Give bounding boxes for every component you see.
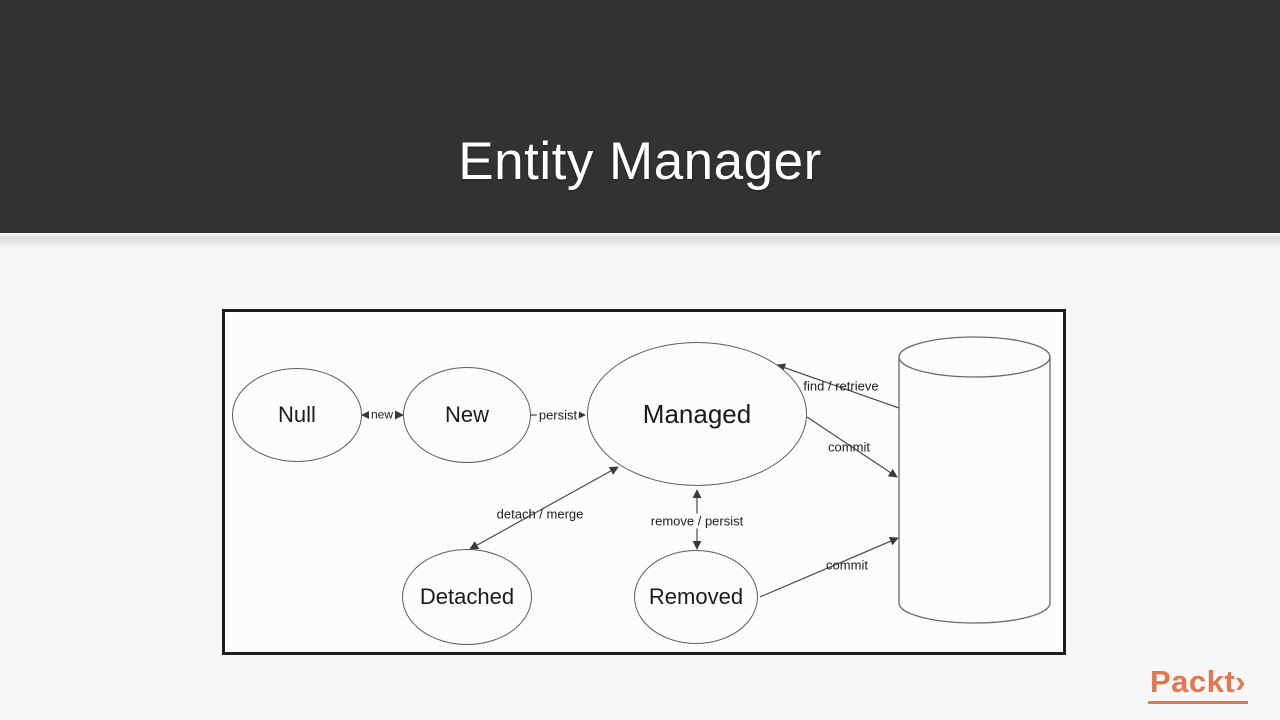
state-label: Detached [419,584,515,609]
edge-detach-merge-line [469,466,619,550]
packt-logo-chevron-icon: › [1235,664,1246,699]
edge-label-find-retrieve: find / retrieve [803,378,879,394]
packt-logo-text: Packt [1149,664,1236,699]
edge-label-detach-merge: detach / merge [496,506,584,522]
state-label: Removed [648,584,744,609]
edge-label-commit-managed: commit [828,439,870,455]
edge-label-new: new [368,407,396,423]
state-node-removed: Removed [634,550,758,644]
state-node-managed: Managed [587,342,807,486]
state-label: New [444,402,489,427]
database-cylinder-icon [898,336,1051,624]
edge-commit-removed-line [759,537,899,598]
state-label: Managed [642,398,752,429]
entity-state-diagram: Null New Managed Detached Removed new pe… [222,309,1066,655]
state-node-detached: Detached [402,549,532,645]
diagram-edges-layer [361,336,1051,624]
state-node-new: New [403,367,531,463]
header-shadow [0,233,1280,249]
page-title: Entity Manager [458,132,822,191]
slide-header: Entity Manager [0,0,1280,233]
edge-label-remove-persist: remove / persist [648,513,746,529]
packt-logo: Packt› [1147,664,1248,704]
state-label: Null [278,402,316,427]
state-node-null: Null [232,368,362,462]
edge-label-commit-removed: commit [826,557,868,573]
edge-find-retrieve-line [776,363,900,409]
edge-commit-managed-line [806,416,898,478]
edge-label-persist: persist [536,407,580,423]
